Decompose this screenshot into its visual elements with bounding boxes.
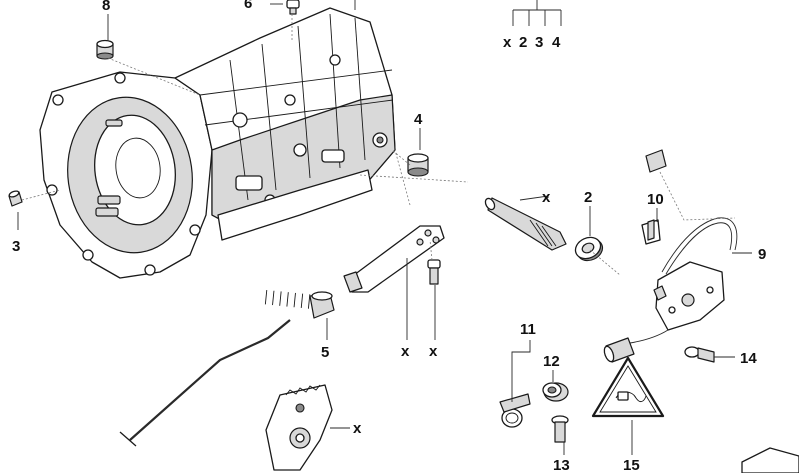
- guide-lines: [21, 14, 736, 276]
- callout-13: 13: [553, 457, 570, 473]
- vent-part-6: [286, 0, 300, 15]
- legend-4: 4: [552, 34, 561, 51]
- callout-x-bolt: x: [429, 343, 438, 360]
- callout-x-selector: x: [353, 420, 362, 437]
- bolt-part-14: [684, 346, 715, 363]
- harness-part-9: [603, 217, 738, 363]
- callout-11: 11: [520, 321, 536, 338]
- callout-6: 6: [244, 0, 252, 12]
- selector-sector: [265, 384, 333, 471]
- callout-3: 3: [12, 238, 20, 255]
- callout-2: 2: [584, 189, 592, 206]
- callout-9: 9: [758, 246, 766, 263]
- callout-x-lever: x: [401, 343, 410, 360]
- selector-rod-part-5: [119, 289, 335, 447]
- lever-bolt: [427, 259, 441, 285]
- legend-x: x: [503, 34, 512, 51]
- output-shaft: [484, 197, 567, 251]
- dowel-pin-part-3: [8, 190, 23, 207]
- bolt-part-13: [551, 415, 569, 443]
- clip-part-11: [499, 393, 531, 428]
- sleeve-part-12: [542, 382, 569, 402]
- clip-part-10: [641, 149, 667, 245]
- legend-2: 2: [519, 34, 527, 51]
- callout-15: 15: [623, 457, 640, 473]
- transmission-housing: [39, 7, 396, 279]
- plug-part-4: [407, 153, 429, 177]
- callout-5: 5: [321, 344, 329, 361]
- plug-part-8: [96, 39, 114, 60]
- callout-x-shaft: x: [542, 189, 551, 206]
- legend-3: 3: [535, 34, 543, 51]
- callout-8: 8: [102, 0, 110, 14]
- selector-lever: [343, 225, 445, 293]
- callout-10: 10: [647, 191, 664, 208]
- callout-12: 12: [543, 353, 560, 370]
- callout-14: 14: [740, 350, 757, 367]
- warning-label-part-15: [591, 356, 665, 418]
- leader-lines: [17, 0, 752, 455]
- callout-4: 4: [414, 111, 423, 128]
- legend-tree: x 2 3 4: [503, 0, 562, 51]
- catalog-corner-marker: [741, 447, 799, 473]
- seal-ring-part-2: [574, 236, 604, 262]
